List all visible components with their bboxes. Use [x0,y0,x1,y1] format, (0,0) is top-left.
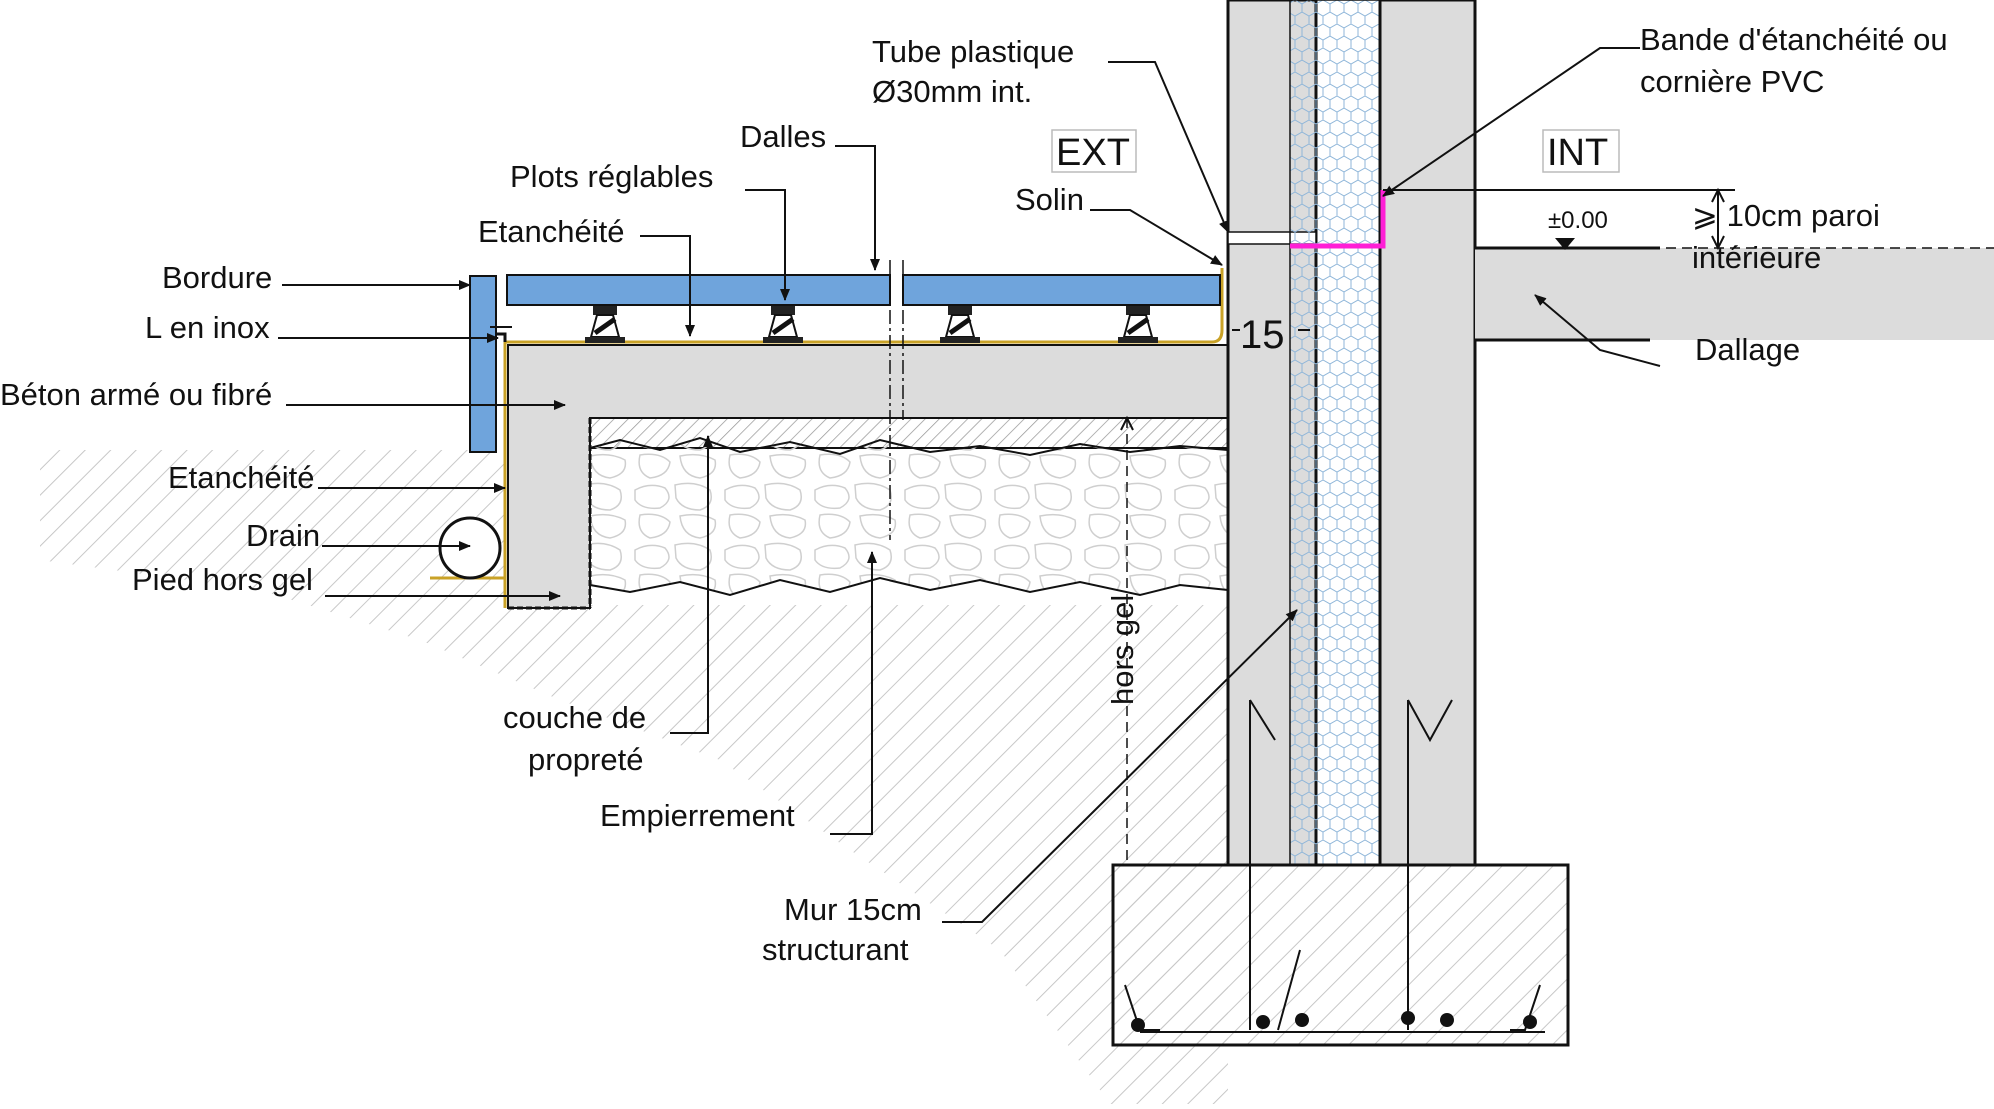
label-mur-line2: structurant [762,932,909,967]
drain-pipe [438,516,502,580]
label-couche-line1: couche de [503,700,646,735]
label-bande-line1: Bande d'étanchéité ou [1640,22,1948,57]
label-dalles: Dalles [740,119,826,154]
gravel-fill [589,436,1229,597]
label-tube-line1: Tube plastique [872,34,1074,69]
label-dallage: Dallage [1695,332,1800,367]
label-bande-line2: cornière PVC [1640,64,1824,99]
label-paroi-line1: ⩾ 10cm paroi [1692,198,1880,233]
insulation-layer [1289,0,1381,866]
level-marker [1555,238,1575,250]
ext-box [1051,129,1137,173]
paving-slabs [506,274,1221,306]
label-pied: Pied hors gel [132,562,313,597]
pedestals [585,305,1158,343]
footing [1111,699,1570,1047]
frost-depth-dimension [1120,415,1134,865]
label-int: INT [1547,132,1608,174]
label-mur-line1: Mur 15cm [784,892,922,927]
label-l-inox: L en inox [145,310,270,345]
label-empierrement: Empierrement [600,798,795,833]
label-fifteen: 15 [1240,313,1285,357]
ground-hatching [40,450,1228,1104]
label-etancheite-top: Etanchéité [478,214,625,249]
label-etancheite-side: Etanchéité [168,460,315,495]
label-hors-gel: hors gel [1105,595,1140,705]
pvc-strip [1290,190,1386,249]
label-ext: EXT [1056,132,1130,174]
label-bordure: Bordure [162,260,272,295]
label-plots: Plots réglables [510,159,713,194]
label-beton: Béton armé ou fibré [0,377,272,412]
label-tube-line2: Ø30mm int. [872,74,1032,109]
break-line [889,260,904,540]
label-couche-line2: propreté [528,742,643,777]
interior-floor-slab [1475,246,1994,342]
int-box [1542,129,1620,173]
label-paroi-line2: intérieure [1692,240,1821,275]
border-edge [469,275,512,453]
label-level: ±0.00 [1548,207,1608,234]
leader-lines [278,47,1735,923]
label-drain: Drain [246,518,320,553]
label-solin: Solin [1015,182,1084,217]
